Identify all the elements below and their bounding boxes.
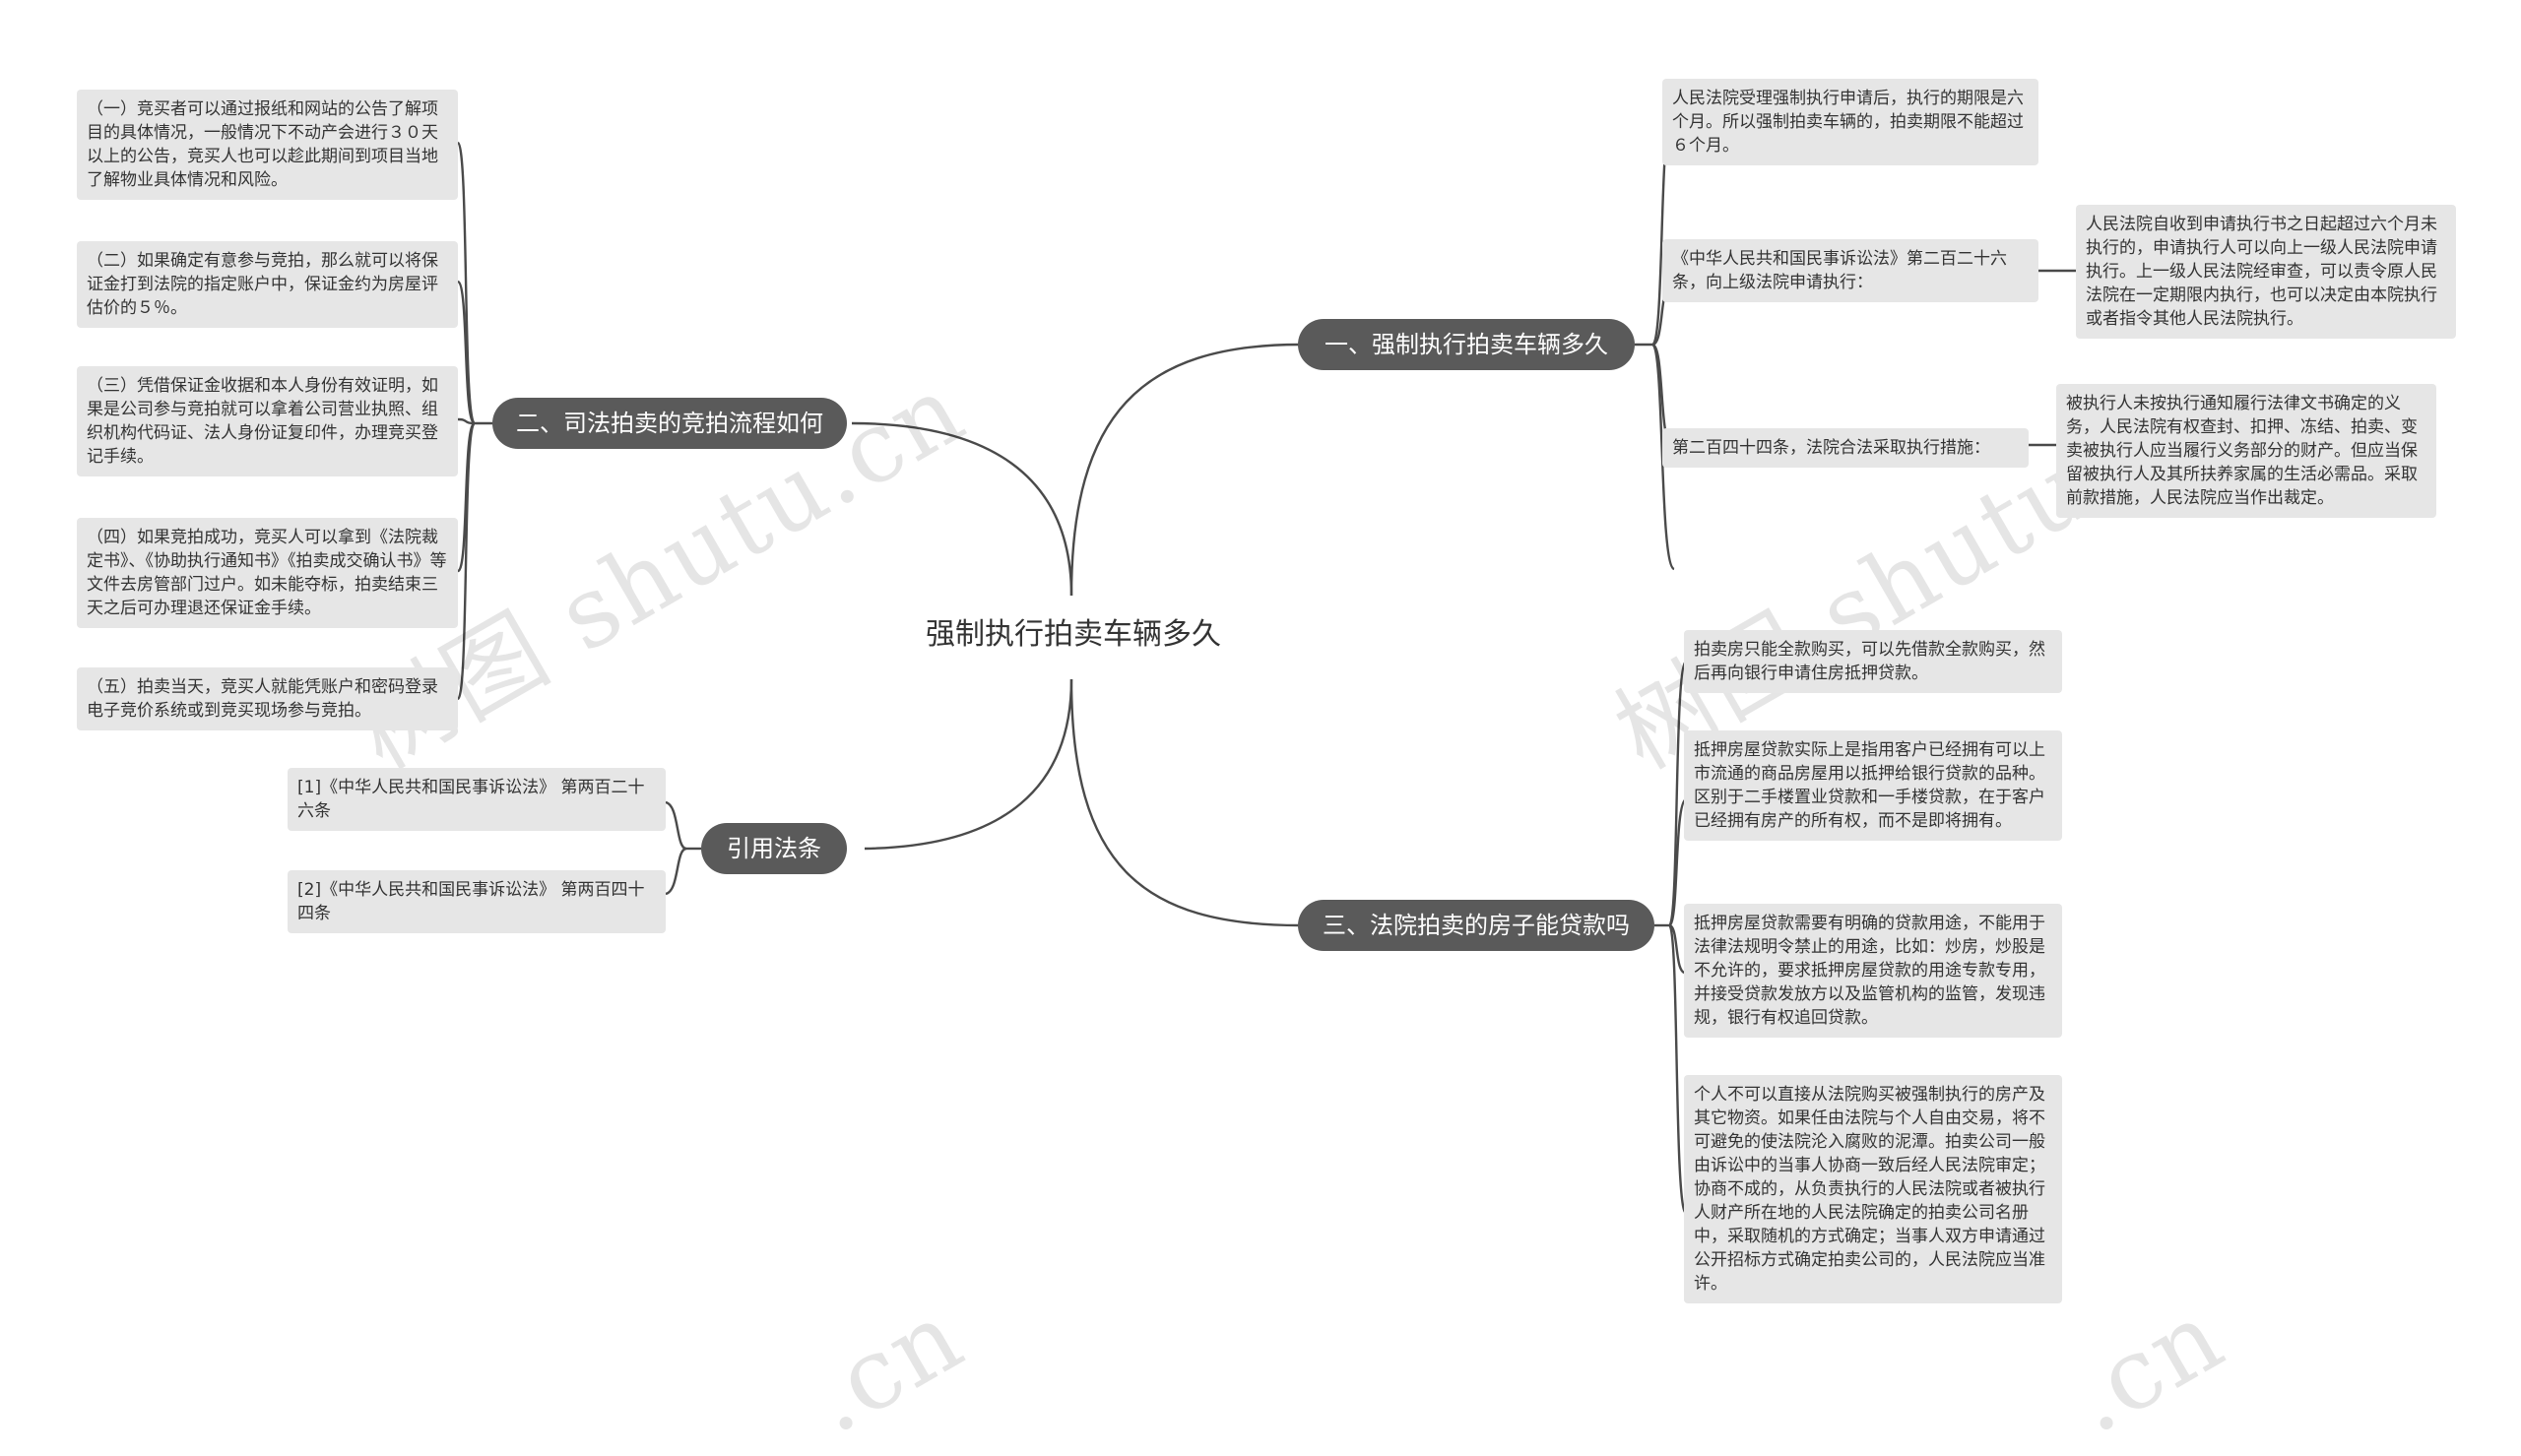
- topic-4-leaf-1[interactable]: [1]《中华人民共和国民事诉讼法》 第两百二十六条: [288, 768, 666, 831]
- topic-4-leaf-2[interactable]: [2]《中华人民共和国民事诉讼法》 第两百四十四条: [288, 870, 666, 933]
- topic-1-leaf-3[interactable]: 第二百四十四条，法院合法采取执行措施：: [1662, 428, 2029, 468]
- topic-3-leaf-2[interactable]: 抵押房屋贷款实际上是指用客户已经拥有可以上市流通的商品房屋用以抵押给银行贷款的品…: [1684, 730, 2062, 841]
- topic-2[interactable]: 二、司法拍卖的竞拍流程如何: [492, 398, 847, 449]
- root-topic[interactable]: 强制执行拍卖车辆多久: [926, 617, 1221, 652]
- topic-2-leaf-2[interactable]: （二）如果确定有意参与竞拍，那么就可以将保证金打到法院的指定账户中，保证金约为房…: [77, 241, 458, 328]
- topic-3-leaf-3[interactable]: 抵押房屋贷款需要有明确的贷款用途，不能用于法律法规明令禁止的用途，比如：炒房，炒…: [1684, 904, 2062, 1038]
- topic-1-leaf-1[interactable]: 人民法院受理强制执行申请后，执行的期限是六个月。所以强制拍卖车辆的，拍卖期限不能…: [1662, 79, 2038, 165]
- topic-1-detail-2[interactable]: 被执行人未按执行通知履行法律文书确定的义务，人民法院有权查封、扣押、冻结、拍卖、…: [2056, 384, 2436, 518]
- topic-4[interactable]: 引用法条: [701, 823, 847, 874]
- topic-3-leaf-1[interactable]: 拍卖房只能全款购买，可以先借款全款购买，然后再向银行申请住房抵押贷款。: [1684, 630, 2062, 693]
- topic-2-leaf-4[interactable]: （四）如果竞拍成功，竞买人可以拿到《法院裁定书》、《协助执行通知书》《拍卖成交确…: [77, 518, 458, 628]
- topic-2-leaf-3[interactable]: （三）凭借保证金收据和本人身份有效证明，如果是公司参与竞拍就可以拿着公司营业执照…: [77, 366, 458, 476]
- topic-3-leaf-4[interactable]: 个人不可以直接从法院购买被强制执行的房产及其它物资。如果任由法院与个人自由交易，…: [1684, 1075, 2062, 1303]
- topic-2-leaf-1[interactable]: （一）竞买者可以通过报纸和网站的公告了解项目的具体情况，一般情况下不动产会进行３…: [77, 90, 458, 200]
- topic-1-leaf-2[interactable]: 《中华人民共和国民事诉讼法》第二百二十六条，向上级法院申请执行：: [1662, 239, 2038, 302]
- connector-lines: [456, 118, 2083, 1215]
- topic-2-leaf-5[interactable]: （五）拍卖当天，竞买人就能凭账户和密码登录电子竞价系统或到竞买现场参与竞拍。: [77, 667, 458, 730]
- topic-1-detail-1[interactable]: 人民法院自收到申请执行书之日起超过六个月未执行的，申请执行人可以向上一级人民法院…: [2076, 205, 2456, 339]
- topic-3[interactable]: 三、法院拍卖的房子能贷款吗: [1298, 900, 1654, 951]
- topic-1[interactable]: 一、强制执行拍卖车辆多久: [1298, 319, 1635, 370]
